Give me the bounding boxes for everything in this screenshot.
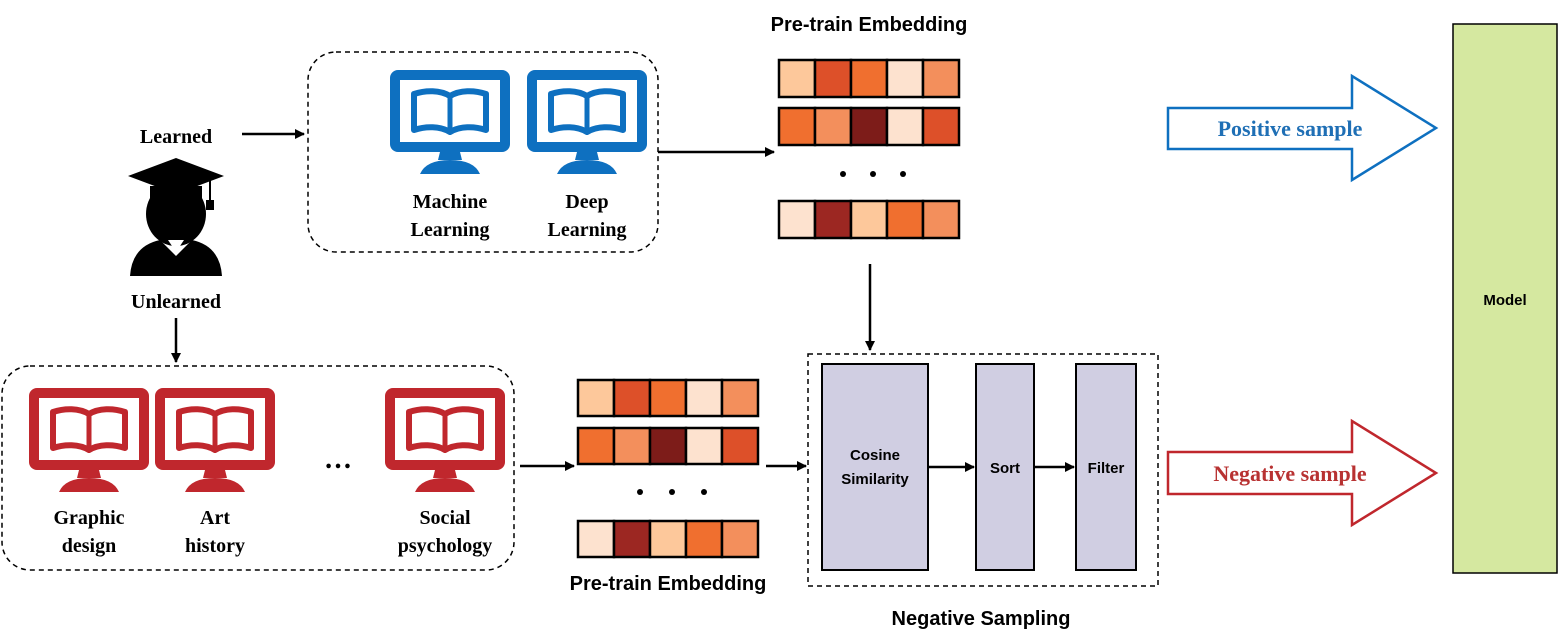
embedding-cell — [921, 106, 961, 147]
embedding-cell — [921, 199, 961, 240]
embedding-cell — [885, 199, 925, 240]
top-embedding-ellipsis-dots — [840, 171, 906, 177]
embedding-cell — [576, 378, 616, 418]
unlearned-course-social-psychology: Social psychology — [385, 388, 505, 557]
embedding-cell — [885, 58, 925, 99]
bottom-embedding-title: Pre-train Embedding — [570, 573, 767, 595]
embedding-cell — [648, 378, 688, 418]
embedding-cell — [777, 106, 817, 147]
ellipsis-dot — [870, 171, 876, 177]
student-graduate-icon — [128, 158, 224, 276]
negative-sampling-box — [807, 353, 1159, 587]
cosine-label-line2: Similarity — [841, 471, 909, 488]
learned-course-machine-learning: Machine Learning — [390, 70, 510, 241]
embedding-cell — [684, 519, 724, 559]
embedding-cell — [813, 106, 853, 147]
embedding-cell — [849, 58, 889, 99]
ellipsis-dot — [701, 489, 707, 495]
embedding-cell — [885, 106, 925, 147]
embedding-cell — [777, 58, 817, 99]
embedding-cell — [921, 58, 961, 99]
embedding-cell — [648, 519, 688, 559]
course-label-line1: Graphic — [53, 507, 124, 529]
embedding-cell — [684, 378, 724, 418]
embedding-cell — [849, 106, 889, 147]
filter-block: Filter — [1075, 363, 1137, 571]
course-label-line2: Learning — [411, 219, 490, 241]
embedding-row — [576, 378, 760, 418]
embedding-row — [777, 106, 961, 147]
sort-label: Sort — [990, 460, 1020, 477]
ellipsis-dot — [900, 171, 906, 177]
embedding-cell — [612, 519, 652, 559]
positive-sample-arrow: Positive sample — [1166, 73, 1439, 183]
unlearned-courses-box — [1, 365, 515, 571]
embedding-cell — [720, 378, 760, 418]
bottom-embedding-ellipsis-dots — [637, 489, 707, 495]
courses-ellipsis: … — [324, 444, 354, 475]
unlearned-label: Unlearned — [131, 291, 221, 313]
course-label-line1: Art — [200, 507, 230, 529]
embedding-cell — [720, 426, 760, 466]
book-monitor-icon — [385, 388, 505, 492]
course-label-line2: Learning — [548, 219, 627, 241]
embedding-cell — [684, 426, 724, 466]
positive-sample-label: Positive sample — [1218, 116, 1363, 141]
top-embedding-title: Pre-train Embedding — [771, 14, 968, 36]
embedding-row — [576, 426, 760, 466]
embedding-row — [777, 199, 961, 240]
embedding-cell — [612, 378, 652, 418]
ellipsis-dot — [669, 489, 675, 495]
embedding-row — [576, 519, 760, 559]
ellipsis-dot — [637, 489, 643, 495]
embedding-cell — [849, 199, 889, 240]
book-monitor-icon — [527, 70, 647, 174]
top-embedding-matrix — [777, 58, 961, 240]
embedding-cell — [576, 519, 616, 559]
course-label-line1: Machine — [413, 191, 488, 213]
embedding-cell — [648, 426, 688, 466]
cosine-label-line1: Cosine — [850, 447, 900, 464]
embedding-cell — [813, 199, 853, 240]
embedding-cell — [720, 519, 760, 559]
embedding-row — [777, 58, 961, 99]
embedding-cell — [612, 426, 652, 466]
course-label-line1: Deep — [565, 191, 608, 213]
cosine-similarity-block: Cosine Similarity — [821, 363, 929, 571]
course-label-line2: history — [185, 535, 245, 557]
learned-label: Learned — [140, 126, 212, 148]
bottom-embedding-matrix — [576, 378, 760, 559]
model-label: Model — [1483, 292, 1526, 309]
unlearned-course-graphic-design: Graphic design — [29, 388, 149, 557]
negative-sample-arrow: Negative sample — [1166, 418, 1439, 528]
course-label-line1: Social — [419, 507, 471, 529]
learned-course-deep-learning: Deep Learning — [527, 70, 647, 241]
filter-label: Filter — [1088, 460, 1125, 477]
course-label-line2: design — [62, 535, 116, 557]
sort-block: Sort — [975, 363, 1035, 571]
unlearned-course-art-history: Art history — [155, 388, 275, 557]
embedding-cell — [576, 426, 616, 466]
negative-sampling-title: Negative Sampling — [892, 608, 1071, 630]
negative-sample-label: Negative sample — [1213, 461, 1367, 486]
model-block: Model — [1452, 23, 1558, 574]
book-monitor-icon — [155, 388, 275, 492]
ellipsis-dot — [840, 171, 846, 177]
course-label-line2: psychology — [398, 535, 492, 557]
book-monitor-icon — [29, 388, 149, 492]
embedding-cell — [777, 199, 817, 240]
book-monitor-icon — [390, 70, 510, 174]
embedding-cell — [813, 58, 853, 99]
